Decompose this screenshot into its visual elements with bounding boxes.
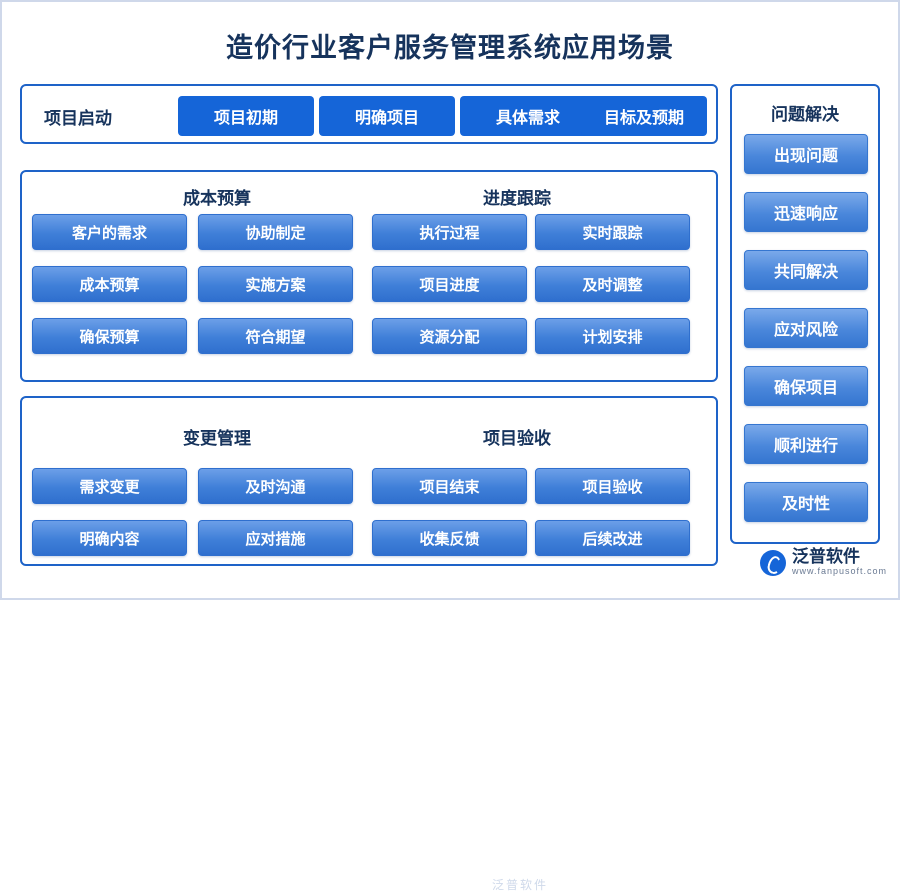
cell-acceptance-1[interactable]: 项目结束	[372, 468, 527, 504]
mid-panel: 成本预算 进度跟踪 客户的需求 协助制定 成本预算 实施方案 确保预算 符合期望…	[20, 170, 718, 382]
cell-progress-4[interactable]: 及时调整	[535, 266, 690, 302]
cell-progress-5[interactable]: 资源分配	[372, 318, 527, 354]
cell-change-3[interactable]: 明确内容	[32, 520, 187, 556]
cell-cost-6[interactable]: 符合期望	[198, 318, 353, 354]
cell-problem-2[interactable]: 迅速响应	[744, 192, 868, 232]
project-start-panel: 项目启动 项目初期 明确项目 具体需求 目标及预期	[20, 84, 718, 144]
cell-change-2[interactable]: 及时沟通	[198, 468, 353, 504]
cell-cost-1[interactable]: 客户的需求	[32, 214, 187, 250]
logo-name-en: www.fanpusoft.com	[792, 566, 888, 576]
top-button-1[interactable]: 项目初期	[178, 96, 314, 136]
cell-change-1[interactable]: 需求变更	[32, 468, 187, 504]
top-button-4[interactable]: 目标及预期	[581, 96, 707, 136]
cell-problem-7[interactable]: 及时性	[744, 482, 868, 522]
top-button-3[interactable]: 具体需求	[460, 96, 596, 136]
bottom-panel: 变更管理 项目验收 需求变更 及时沟通 明确内容 应对措施 项目结束 项目验收 …	[20, 396, 718, 892]
page-title: 造价行业客户服务管理系统应用场景	[226, 33, 674, 63]
cell-problem-4[interactable]: 应对风险	[744, 308, 868, 348]
group-heading-project-acceptance: 项目验收	[483, 429, 551, 448]
cell-change-4[interactable]: 应对措施	[198, 520, 353, 556]
cell-cost-2[interactable]: 协助制定	[198, 214, 353, 250]
cell-problem-1[interactable]: 出现问题	[744, 134, 868, 174]
logo-mark-icon	[760, 549, 786, 576]
cell-acceptance-3[interactable]: 收集反馈	[372, 520, 527, 556]
cell-acceptance-4[interactable]: 后续改进	[535, 520, 690, 556]
cell-cost-3[interactable]: 成本预算	[32, 266, 187, 302]
cell-progress-1[interactable]: 执行过程	[372, 214, 527, 250]
problem-solving-heading: 问题解决	[771, 105, 839, 124]
project-start-label: 项目启动	[44, 109, 112, 128]
brand-logo: 泛普软件 www.fanpusoft.com	[760, 548, 887, 577]
top-button-2[interactable]: 明确项目	[319, 96, 455, 136]
cell-problem-6[interactable]: 顺利进行	[744, 424, 868, 464]
cell-progress-6[interactable]: 计划安排	[535, 318, 690, 354]
group-heading-progress-tracking: 进度跟踪	[483, 189, 551, 208]
cell-cost-5[interactable]: 确保预算	[32, 318, 187, 354]
cell-progress-3[interactable]: 项目进度	[372, 266, 527, 302]
problem-solving-panel: 问题解决 出现问题 迅速响应 共同解决 应对风险 确保项目 顺利进行 及时性	[730, 84, 880, 544]
logo-name-cn: 泛普软件	[792, 547, 860, 566]
cell-problem-5[interactable]: 确保项目	[744, 366, 868, 406]
cell-progress-2[interactable]: 实时跟踪	[535, 214, 690, 250]
watermark-text: 泛普软件	[492, 878, 549, 892]
cell-cost-4[interactable]: 实施方案	[198, 266, 353, 302]
page-frame	[0, 0, 900, 600]
group-heading-cost-budget: 成本预算	[183, 189, 251, 208]
cell-acceptance-2[interactable]: 项目验收	[535, 468, 690, 504]
group-heading-change-management: 变更管理	[183, 429, 251, 448]
cell-problem-3[interactable]: 共同解决	[744, 250, 868, 290]
